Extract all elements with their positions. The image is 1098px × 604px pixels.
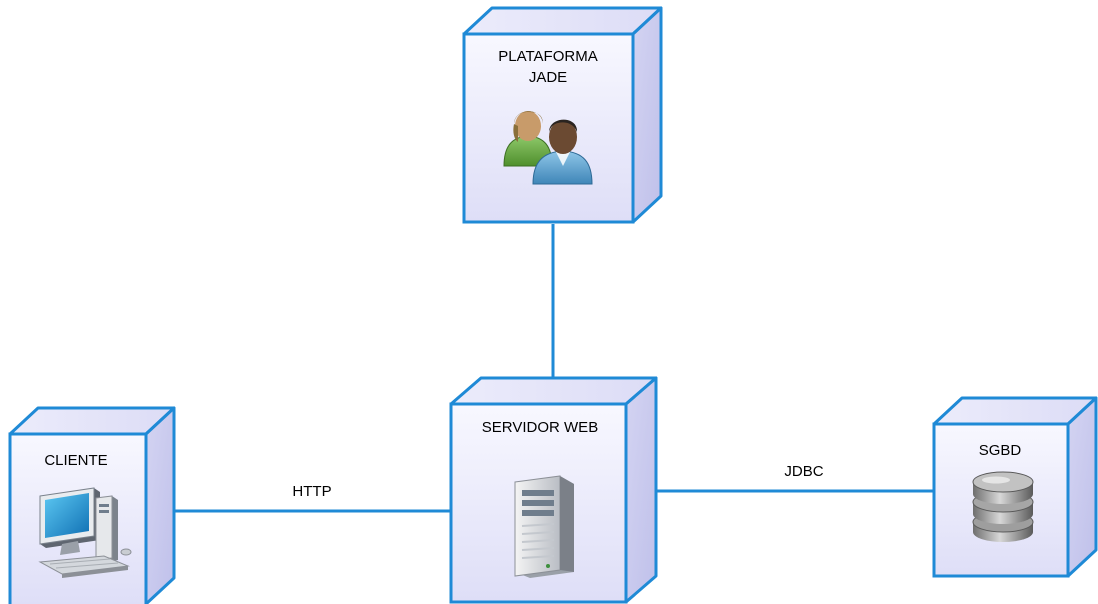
node-servidor-web: SERVIDOR WEB: [449, 376, 658, 604]
node-side-face: [1066, 396, 1098, 578]
edge-label-http: HTTP: [292, 483, 331, 500]
database-icon: [972, 471, 1034, 542]
node-plataforma-jade: PLATAFORMA JADE: [462, 6, 663, 224]
node-sgbd: SGBD: [932, 396, 1098, 578]
edge-label-jdbc: JDBC: [784, 463, 823, 480]
server-tower-icon: [514, 475, 574, 578]
node-side-face: [631, 6, 663, 224]
node-cliente: CLIENTE: [8, 406, 176, 604]
node-top-face: [462, 6, 663, 36]
node-side-face: [624, 376, 658, 604]
node-label-sgbd: SGBD: [979, 442, 1022, 459]
node-label-jade-line2: JADE: [529, 69, 567, 86]
node-label-cliente: CLIENTE: [44, 452, 107, 469]
node-front-face: [462, 32, 635, 224]
node-label-jade-line1: PLATAFORMA: [498, 48, 597, 65]
node-label-servidor-web: SERVIDOR WEB: [482, 419, 598, 436]
node-top-face: [449, 376, 658, 406]
node-side-face: [144, 406, 176, 604]
desktop-computer-icon: [38, 487, 132, 578]
users-icon: [503, 111, 593, 185]
